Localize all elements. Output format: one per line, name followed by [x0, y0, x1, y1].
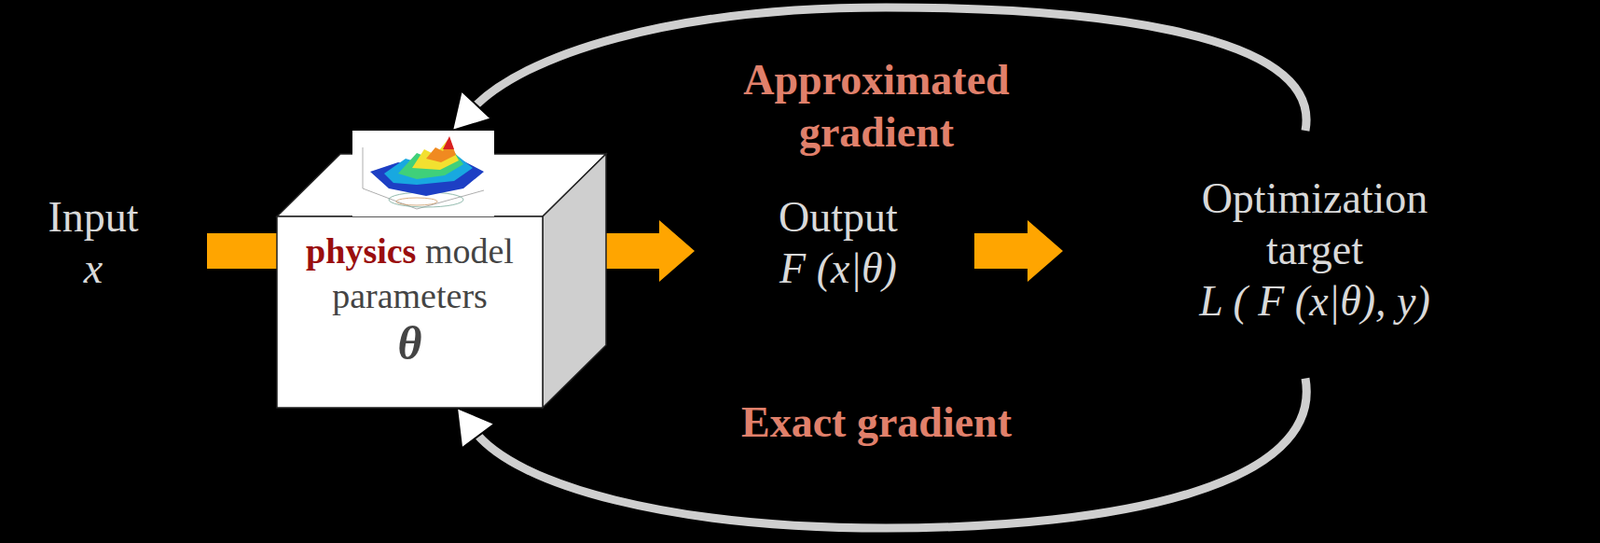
block-arrow	[606, 220, 695, 282]
target-label: Optimization target	[1160, 172, 1469, 276]
plot-background	[352, 130, 495, 217]
surface-plot	[352, 130, 495, 217]
box-front-face	[276, 216, 543, 408]
flow-arrow	[606, 220, 695, 282]
flow-arrow	[974, 220, 1063, 282]
plot-surface	[426, 137, 456, 163]
input-symbol: x	[0, 242, 187, 294]
physics-keyword: physics	[305, 231, 416, 271]
box-text-area: physicsmodel parametersθ	[276, 216, 543, 408]
input-label: Input	[0, 191, 187, 243]
output-label: Output	[706, 191, 970, 243]
gradient-label: Exact gradient	[596, 396, 1157, 449]
box-text-lines: physicsmodel parameters	[276, 229, 543, 318]
block-arrow	[974, 220, 1063, 282]
box-side-face	[542, 153, 607, 408]
model-box: physicsmodel parametersθ	[276, 130, 607, 408]
arrow-head	[456, 407, 495, 449]
plot-contour	[396, 197, 438, 206]
output-formula: F (x|θ)	[706, 242, 970, 294]
plot-surface	[442, 136, 455, 150]
parameter-symbol: θ	[276, 317, 543, 370]
curved-connector	[473, 378, 1307, 528]
text-node: OutputF (x|θ)	[706, 191, 970, 294]
text-node: Inputx	[0, 191, 187, 294]
text-node: Optimization targetL ( F (x|θ), y)	[1072, 130, 1558, 379]
feedback-arrow	[456, 378, 1307, 528]
arrow-head	[452, 90, 492, 131]
loss-formula: L ( F (x|θ), y)	[1072, 275, 1558, 327]
gradient-label: Approximated gradient	[699, 54, 1054, 159]
